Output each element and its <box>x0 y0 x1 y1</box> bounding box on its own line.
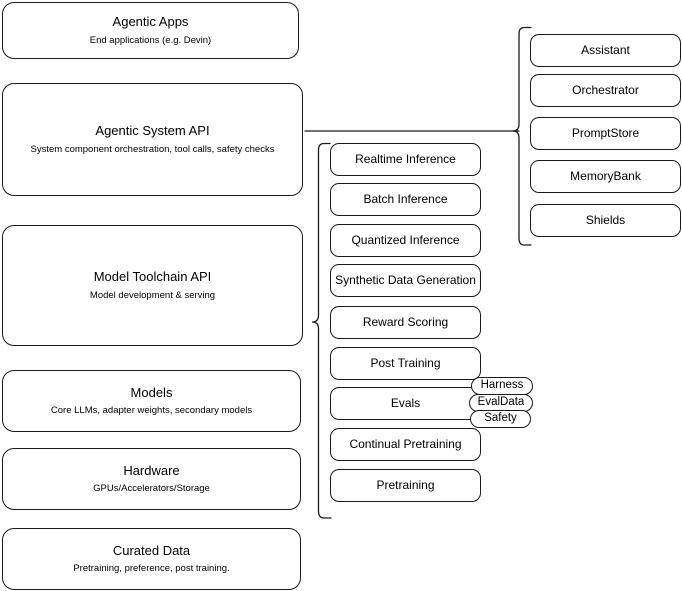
layer-title: Models <box>130 384 173 400</box>
toolchain-item-label: Realtime Inference <box>355 152 456 166</box>
layer-subtitle: System component orchestration, tool cal… <box>30 143 275 155</box>
toolchain-item-label: Batch Inference <box>363 192 448 206</box>
system-item-label: MemoryBank <box>570 169 641 183</box>
toolchain-item-realtime-inference[interactable]: Realtime Inference <box>330 143 481 176</box>
system-item-orchestrator[interactable]: Orchestrator <box>530 74 681 107</box>
eval-tag-label: EvalData <box>477 396 525 409</box>
toolchain-item-reward-scoring[interactable]: Reward Scoring <box>330 306 481 339</box>
layer-title: Agentic Apps <box>112 14 189 30</box>
layer-subtitle: Pretraining, preference, post training. <box>73 563 230 575</box>
layer-subtitle: Core LLMs, adapter weights, secondary mo… <box>50 405 253 417</box>
toolchain-item-continual-pretraining[interactable]: Continual Pretraining <box>330 428 481 461</box>
system-item-memorybank[interactable]: MemoryBank <box>530 160 681 193</box>
layer-subtitle: Model development & serving <box>89 289 216 301</box>
layer-subtitle: End applications (e.g. Devin) <box>89 34 212 46</box>
system-item-promptstore[interactable]: PromptStore <box>530 117 681 150</box>
system-item-label: Shields <box>585 213 626 227</box>
system-item-assistant[interactable]: Assistant <box>530 34 681 67</box>
toolchain-item-quantized-inference[interactable]: Quantized Inference <box>330 224 481 257</box>
toolchain-item-label: Synthetic Data Generation <box>335 273 476 287</box>
layer-title: Agentic System API <box>95 123 210 139</box>
layer-title: Hardware <box>123 462 180 478</box>
toolchain-item-label: Evals <box>390 396 421 410</box>
toolchain-item-pretraining[interactable]: Pretraining <box>330 469 481 502</box>
eval-tag-label: Harness <box>480 379 524 392</box>
toolchain-item-label: Pretraining <box>376 478 435 492</box>
layer-title: Curated Data <box>112 542 191 558</box>
layer-hardware[interactable]: Hardware GPUs/Accelerators/Storage <box>2 448 301 510</box>
toolchain-item-label: Reward Scoring <box>362 315 449 329</box>
toolchain-item-label: Continual Pretraining <box>349 437 462 451</box>
brace-toolchain-items <box>311 142 332 519</box>
toolchain-item-label: Post Training <box>370 356 441 370</box>
layer-models[interactable]: Models Core LLMs, adapter weights, secon… <box>2 370 301 432</box>
layer-agentic-system-api[interactable]: Agentic System API System component orch… <box>2 83 303 196</box>
toolchain-item-evals[interactable]: Evals <box>330 387 481 420</box>
eval-tag-label: Safety <box>484 412 517 425</box>
layer-title: Model Toolchain API <box>93 269 212 285</box>
toolchain-item-post-training[interactable]: Post Training <box>330 347 481 380</box>
system-item-label: Assistant <box>581 43 630 57</box>
eval-tag-safety[interactable]: Safety <box>470 410 531 428</box>
brace-system-components <box>512 26 532 246</box>
system-item-label: Orchestrator <box>572 83 639 97</box>
toolchain-item-batch-inference[interactable]: Batch Inference <box>330 183 481 216</box>
system-item-shields[interactable]: Shields <box>530 204 681 237</box>
layer-curated-data[interactable]: Curated Data Pretraining, preference, po… <box>2 528 301 590</box>
layer-model-toolchain-api[interactable]: Model Toolchain API Model development & … <box>2 225 303 346</box>
layer-subtitle: GPUs/Accelerators/Storage <box>93 483 210 495</box>
layer-agentic-apps[interactable]: Agentic Apps End applications (e.g. Devi… <box>2 2 299 59</box>
eval-tag-harness[interactable]: Harness <box>471 377 533 395</box>
toolchain-item-label: Quantized Inference <box>351 233 460 247</box>
system-item-label: PromptStore <box>571 126 640 140</box>
toolchain-item-synthetic-data-generation[interactable]: Synthetic Data Generation <box>330 264 481 297</box>
